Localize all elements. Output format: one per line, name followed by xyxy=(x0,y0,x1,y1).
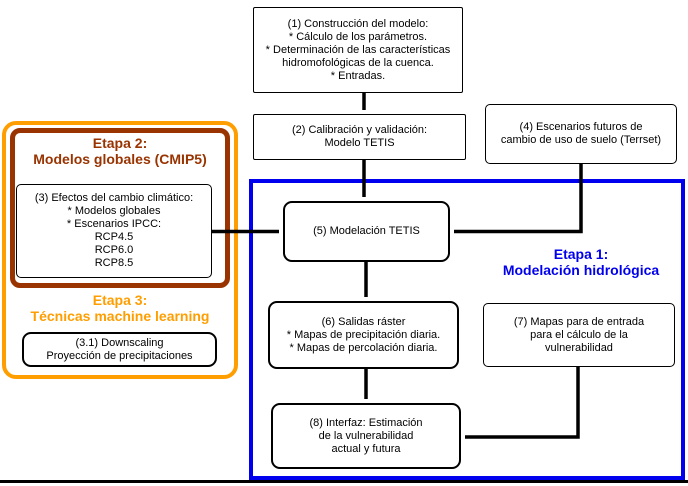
node-6-text: (6) Salidas ráster * Mapas de precipitac… xyxy=(286,315,441,354)
node-4-text: (4) Escenarios futuros de cambio de uso … xyxy=(500,121,662,146)
node-3-efectos-cambio-climatico: (3) Efectos del cambio climático: * Mode… xyxy=(16,184,212,278)
node-8-text: (8) Interfaz: Estimación de la vulnerabi… xyxy=(309,416,423,455)
node-2-calibracion-validacion: (2) Calibración y validación: Modelo TET… xyxy=(253,114,466,160)
node-3-1-text: (3.1) Downscaling Proyección de precipit… xyxy=(46,336,193,362)
bottom-page-rule xyxy=(0,480,688,483)
node-4-escenarios-futuros: (4) Escenarios futuros de cambio de uso … xyxy=(485,104,677,164)
node-7-text: (7) Mapas para de entrada para el cálcul… xyxy=(513,315,645,354)
stage1-title: Etapa 1: Modelación hidrológica xyxy=(502,246,660,278)
node-2-text: (2) Calibración y validación: Modelo TET… xyxy=(291,124,428,149)
node-7-mapas-entrada: (7) Mapas para de entrada para el cálcul… xyxy=(483,303,675,367)
node-3-1-downscaling: (3.1) Downscaling Proyección de precipit… xyxy=(22,332,217,367)
stage2-title: Etapa 2: Modelos globales (CMIP5) xyxy=(33,135,207,167)
node-5-text: (5) Modelación TETIS xyxy=(313,225,420,237)
node-1-text: (1) Construcción del modelo: * Cálculo d… xyxy=(265,17,451,82)
node-3-text: (3) Efectos del cambio climático: * Mode… xyxy=(34,192,194,269)
node-5-modelacion-tetis: (5) Modelación TETIS xyxy=(283,201,450,262)
node-8-interfaz-vulnerabilidad: (8) Interfaz: Estimación de la vulnerabi… xyxy=(271,403,461,469)
stage3-region-border xyxy=(2,121,238,379)
stage3-title: Etapa 3: Técnicas machine learning xyxy=(30,292,210,324)
node-1-construccion-modelo: (1) Construcción del modelo: * Cálculo d… xyxy=(253,7,463,93)
node-6-salidas-raster: (6) Salidas ráster * Mapas de precipitac… xyxy=(268,301,459,369)
stage2-region-border xyxy=(10,128,230,288)
